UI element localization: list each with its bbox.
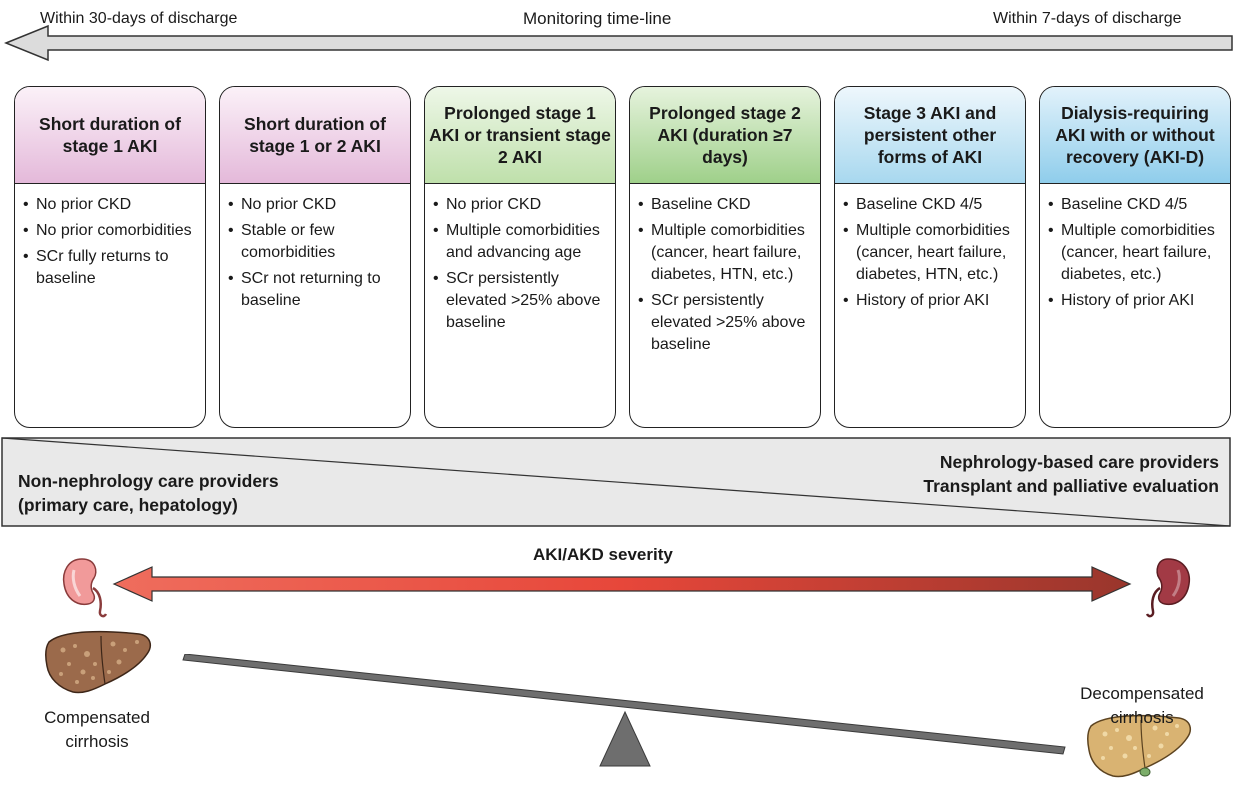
severity-label: AKI/AKD severity bbox=[533, 545, 673, 564]
stage-card-3: Prolonged stage 1 AKI or transient stage… bbox=[424, 86, 616, 428]
provider-band bbox=[1, 437, 1231, 527]
decompensated-caption: Decompensated cirrhosis bbox=[1062, 682, 1222, 730]
card-bullet: No prior CKD bbox=[23, 194, 199, 216]
card-bullet: No prior CKD bbox=[228, 194, 404, 216]
card-bullet: Multiple comorbidities (cancer, heart fa… bbox=[638, 220, 814, 286]
card-bullet: Baseline CKD bbox=[638, 194, 814, 216]
card-bullet: SCr persistently elevated >25% above bas… bbox=[638, 290, 814, 356]
kidney-healthy-icon bbox=[62, 558, 108, 618]
card-bullet: Multiple comorbidities and advancing age bbox=[433, 220, 609, 264]
stage-card-title: Prolonged stage 2 AKI (duration ≥7 days) bbox=[630, 87, 820, 184]
card-bullet: Multiple comorbidities (cancer, heart fa… bbox=[843, 220, 1019, 286]
card-bullet: SCr fully returns to baseline bbox=[23, 246, 199, 290]
stage-card-4: Prolonged stage 2 AKI (duration ≥7 days)… bbox=[629, 86, 821, 428]
card-bullet: History of prior AKI bbox=[1048, 290, 1224, 312]
stage-card-title: Short duration of stage 1 or 2 AKI bbox=[220, 87, 410, 184]
provider-right-line2: Transplant and palliative evaluation bbox=[923, 476, 1219, 496]
stage-card-title: Dialysis-requiring AKI with or without r… bbox=[1040, 87, 1230, 184]
stage-card-1: Short duration of stage 1 AKI No prior C… bbox=[14, 86, 206, 428]
liver-compensated-icon bbox=[44, 630, 152, 694]
nephrology-providers: Nephrology-based care providers Transpla… bbox=[923, 450, 1219, 498]
stage-card-title: Prolonged stage 1 AKI or transient stage… bbox=[425, 87, 615, 184]
stage-card-title: Short duration of stage 1 AKI bbox=[15, 87, 205, 184]
decompensated-line2: cirrhosis bbox=[1110, 708, 1174, 727]
left-arrow-icon bbox=[4, 24, 1233, 62]
card-bullet: SCr not returning to baseline bbox=[228, 268, 404, 312]
decompensated-line1: Decompensated bbox=[1080, 684, 1204, 703]
non-nephrology-providers: Non-nephrology care providers (primary c… bbox=[18, 469, 279, 517]
timeline-right-label: Within 7-days of discharge bbox=[993, 10, 1182, 27]
severity-arrow bbox=[112, 566, 1132, 602]
card-bullet: No prior CKD bbox=[433, 194, 609, 216]
card-bullet: No prior comorbidities bbox=[23, 220, 199, 242]
stage-card-2: Short duration of stage 1 or 2 AKI No pr… bbox=[219, 86, 411, 428]
balance-scale-icon bbox=[182, 654, 1066, 767]
provider-left-line2: (primary care, hepatology) bbox=[18, 495, 238, 515]
card-bullet: Multiple comorbidities (cancer, heart fa… bbox=[1048, 220, 1224, 286]
card-bullet: History of prior AKI bbox=[843, 290, 1019, 312]
timeline-left-label: Within 30-days of discharge bbox=[40, 10, 238, 27]
liver-decompensated-icon bbox=[1086, 714, 1192, 778]
card-bullet: Stable or few comorbidities bbox=[228, 220, 404, 264]
kidney-diseased-icon bbox=[1145, 558, 1191, 618]
stage-card-5: Stage 3 AKI and persistent other forms o… bbox=[834, 86, 1026, 428]
provider-right-line1: Nephrology-based care providers bbox=[939, 452, 1219, 472]
card-bullet: SCr persistently elevated >25% above bas… bbox=[433, 268, 609, 334]
provider-left-line1: Non-nephrology care providers bbox=[18, 471, 279, 491]
card-bullet: Baseline CKD 4/5 bbox=[1048, 194, 1224, 216]
compensated-line1: Compensated bbox=[44, 708, 150, 727]
timeline-center-label: Monitoring time-line bbox=[523, 9, 672, 28]
stage-card-title: Stage 3 AKI and persistent other forms o… bbox=[835, 87, 1025, 184]
card-bullet: Baseline CKD 4/5 bbox=[843, 194, 1019, 216]
timeline-arrow bbox=[4, 24, 1233, 62]
compensated-line2: cirrhosis bbox=[65, 732, 129, 751]
compensated-caption: Compensated cirrhosis bbox=[22, 706, 172, 754]
stage-card-6: Dialysis-requiring AKI with or without r… bbox=[1039, 86, 1231, 428]
